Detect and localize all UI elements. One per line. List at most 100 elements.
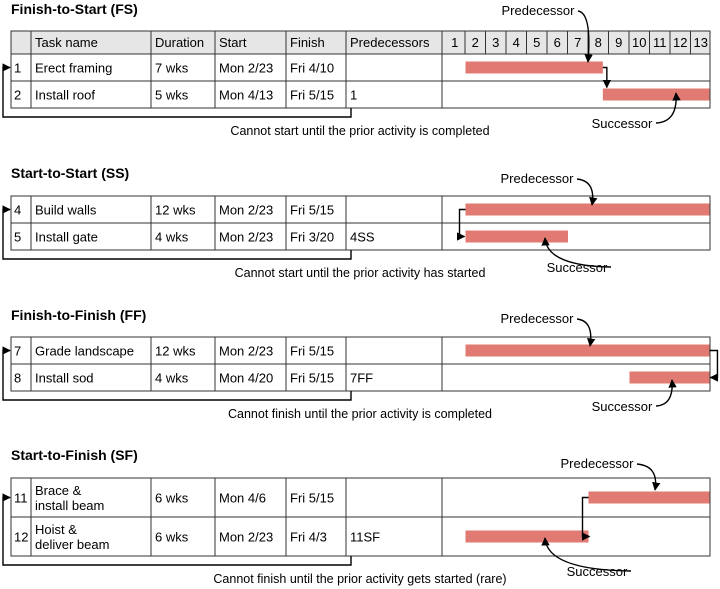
- week-label: 10: [632, 35, 646, 50]
- week-label: 5: [533, 35, 540, 50]
- gantt-bar: [602, 88, 710, 101]
- predecessor-callout-arrow: [576, 318, 596, 347]
- gantt-bar: [465, 344, 710, 357]
- task-finish: Fri 5/15: [290, 371, 334, 386]
- successor-label: Successor: [547, 260, 608, 275]
- task-id: 7: [14, 344, 21, 359]
- successor-label: Successor: [567, 564, 628, 579]
- task-name: Erect framing: [35, 61, 112, 76]
- task-duration: 6 wks: [155, 491, 189, 506]
- task-duration: 12 wks: [155, 203, 196, 218]
- predecessor-callout-arrow: [577, 10, 593, 63]
- header-predecessors: Predecessors: [350, 35, 430, 50]
- task-name: Grade landscape: [35, 344, 134, 359]
- rule-note: Cannot finish until the prior activity i…: [228, 407, 492, 421]
- task-start: Mon 4/20: [219, 371, 273, 386]
- gantt-bar: [629, 371, 710, 384]
- predecessor-reference-arrow: [2, 63, 352, 118]
- task-finish: Fri 5/15: [290, 203, 334, 218]
- task-start: Mon 2/23: [219, 61, 273, 76]
- task-id: 8: [14, 371, 21, 386]
- rule-note: Cannot start until the prior activity ha…: [235, 266, 486, 280]
- task-name: Install roof: [35, 88, 95, 103]
- section-title: Start-to-Finish (SF): [11, 447, 138, 463]
- dependency-link-arrow: [456, 208, 466, 241]
- task-start: Mon 4/13: [219, 88, 273, 103]
- task-start: Mon 2/23: [219, 203, 273, 218]
- task-duration: 7 wks: [155, 61, 189, 76]
- section-title: Start-to-Start (SS): [11, 165, 129, 181]
- week-label: 8: [595, 35, 602, 50]
- week-label: 9: [615, 35, 622, 50]
- task-name: Build walls: [35, 203, 97, 218]
- task-duration: 4 wks: [155, 230, 189, 245]
- task-start: Mon 2/23: [219, 344, 273, 359]
- task-predecessors: 11SF: [350, 530, 380, 545]
- task-predecessors: 7FF: [350, 371, 373, 386]
- task-id: 2: [14, 88, 21, 103]
- section-title: Finish-to-Finish (FF): [11, 307, 146, 323]
- task-predecessors: 4SS: [350, 230, 375, 245]
- rule-note: Cannot finish until the prior activity g…: [213, 572, 506, 586]
- predecessor-label: Predecessor: [502, 3, 576, 18]
- successor-label: Successor: [592, 116, 653, 131]
- gantt-bar: [465, 530, 589, 543]
- header-task-name: Task name: [35, 35, 98, 50]
- gantt-bar: [465, 203, 710, 216]
- predecessor-label: Predecessor: [501, 171, 575, 186]
- successor-callout-arrow: [655, 92, 681, 124]
- gantt-bar: [465, 61, 603, 74]
- dependency-link-arrow: [602, 66, 612, 89]
- section-title: Finish-to-Start (FS): [11, 1, 138, 17]
- week-label: 6: [554, 35, 561, 50]
- task-predecessors: 1: [350, 88, 357, 103]
- week-label: 2: [472, 35, 479, 50]
- dependency-link-arrow: [709, 349, 719, 382]
- task-finish: Fri 4/3: [290, 530, 327, 545]
- task-id: 11: [14, 491, 28, 506]
- successor-callout-arrow: [655, 379, 677, 407]
- task-finish: Fri 5/15: [290, 344, 334, 359]
- predecessor-reference-arrow: [2, 205, 352, 260]
- week-label: 13: [694, 35, 708, 50]
- predecessor-reference-arrow: [2, 493, 352, 566]
- predecessor-label: Predecessor: [561, 456, 635, 471]
- task-finish: Fri 3/20: [290, 230, 334, 245]
- task-id: 12: [14, 530, 28, 545]
- week-label: 3: [492, 35, 499, 50]
- gantt-bar: [588, 491, 710, 504]
- task-name: Hoist &: [35, 522, 77, 537]
- task-name: deliver beam: [35, 537, 109, 552]
- successor-callout-arrow: [541, 537, 632, 572]
- task-name: install beam: [35, 498, 104, 513]
- task-name: Install sod: [35, 371, 94, 386]
- task-start: Mon 2/23: [219, 530, 273, 545]
- task-duration: 12 wks: [155, 344, 196, 359]
- dependency-link-arrow: [581, 496, 591, 541]
- week-label: 11: [653, 35, 667, 50]
- header-finish: Finish: [290, 35, 325, 50]
- successor-label: Successor: [592, 399, 653, 414]
- task-name: Brace &: [35, 483, 82, 498]
- predecessor-callout-arrow: [576, 178, 598, 206]
- task-id: 5: [14, 230, 21, 245]
- task-finish: Fri 5/15: [290, 491, 334, 506]
- predecessor-callout-arrow: [636, 463, 661, 491]
- week-label: 1: [451, 35, 458, 50]
- gantt-bar: [465, 230, 568, 243]
- week-label: 7: [574, 35, 581, 50]
- task-duration: 4 wks: [155, 371, 189, 386]
- task-id: 4: [14, 203, 21, 218]
- predecessor-label: Predecessor: [501, 311, 575, 326]
- header-duration: Duration: [155, 35, 204, 50]
- week-label: 12: [673, 35, 687, 50]
- task-id: 1: [14, 61, 21, 76]
- rule-note: Cannot start until the prior activity is…: [230, 124, 489, 138]
- week-label: 4: [513, 35, 520, 50]
- task-finish: Fri 4/10: [290, 61, 334, 76]
- task-duration: 5 wks: [155, 88, 189, 103]
- task-start: Mon 2/23: [219, 230, 273, 245]
- predecessor-reference-arrow: [2, 346, 352, 401]
- task-start: Mon 4/6: [219, 491, 266, 506]
